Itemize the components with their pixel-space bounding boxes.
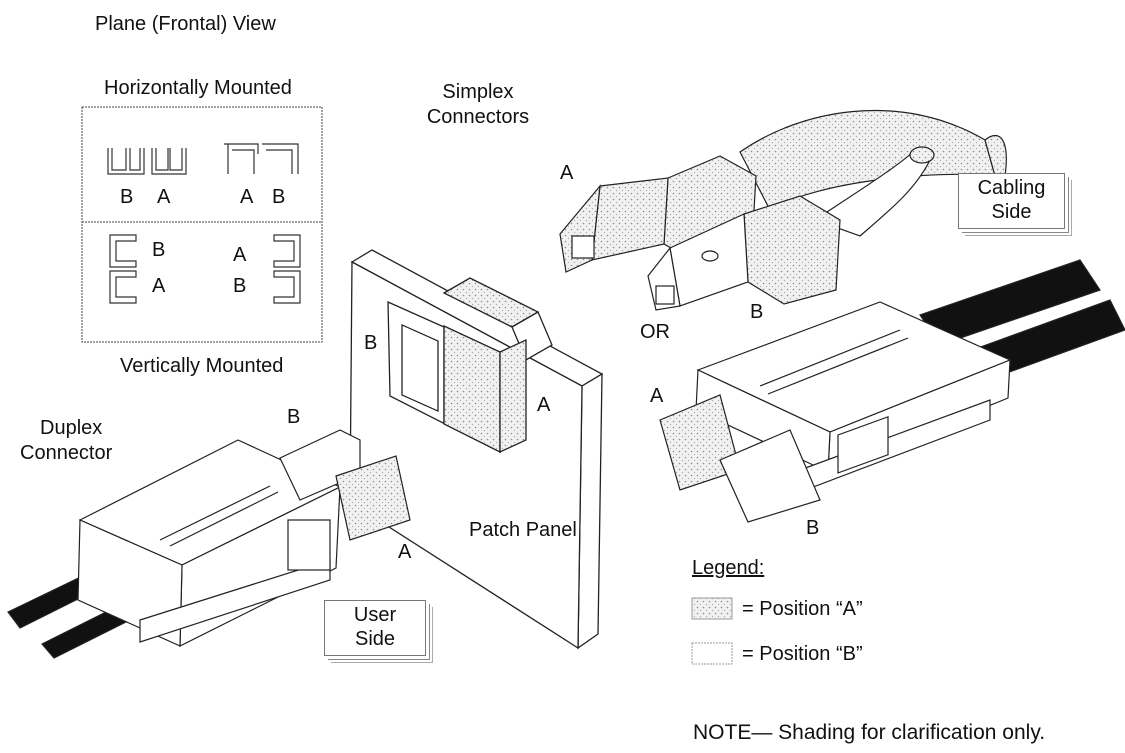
simplex-label-b: B: [750, 302, 763, 322]
label-b: B: [272, 187, 285, 207]
duplex-label-b: B: [287, 407, 300, 427]
horizontally-mounted-title: Horizontally Mounted: [104, 78, 292, 98]
legend-swatch-a: [692, 598, 732, 619]
legend-item-a: = Position “A”: [742, 599, 863, 619]
label-a: A: [152, 276, 165, 296]
plane-view-title: Plane (Frontal) View: [95, 14, 276, 34]
or-label: OR: [640, 322, 670, 342]
legend-item-b: = Position “B”: [742, 644, 863, 664]
patch-panel-title: Patch Panel: [469, 520, 577, 540]
label-b: B: [233, 276, 246, 296]
label-b: B: [120, 187, 133, 207]
plane-view-panel: [82, 107, 322, 342]
label-b: B: [152, 240, 165, 260]
label-a: A: [157, 187, 170, 207]
right-duplex-label-a: A: [650, 386, 663, 406]
label-a: A: [233, 245, 246, 265]
patch-panel-label-a: A: [537, 395, 550, 415]
vertical-slots: [110, 235, 300, 303]
duplex-connector-right: [660, 260, 1125, 522]
simplex-label-a: A: [560, 163, 573, 183]
patch-panel: [350, 250, 602, 648]
right-duplex-label-b: B: [806, 518, 819, 538]
legend-title: Legend:: [692, 558, 764, 578]
duplex-label-a: A: [398, 542, 411, 562]
shading-note: NOTE— Shading for clarification only.: [693, 722, 1045, 743]
legend-swatch-b: [692, 643, 732, 664]
label-a: A: [240, 187, 253, 207]
vertically-mounted-title: Vertically Mounted: [120, 356, 283, 376]
horizontal-slots: [108, 144, 298, 174]
patch-panel-label-b: B: [364, 333, 377, 353]
